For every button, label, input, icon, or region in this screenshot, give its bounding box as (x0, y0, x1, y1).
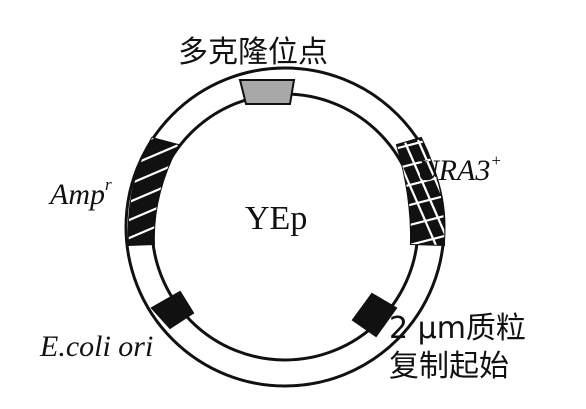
two-micron-label-line1: 2 μm质粒 (389, 311, 526, 346)
two-micron-label-line2: 复制起始 (389, 349, 509, 384)
amp-label-base: Amp (50, 178, 105, 211)
two-micron-ori-block (351, 292, 398, 338)
ura3-label-sup: + (490, 151, 502, 170)
ura3-label-base: URA3 (417, 154, 491, 187)
ura3-marker (395, 136, 446, 247)
ecoli-ori-label: E.coli ori (40, 330, 154, 363)
plasmid-name: YEp (245, 200, 308, 237)
amp-label: Ampr (50, 176, 112, 211)
amp-label-sup: r (105, 175, 112, 194)
ecoli-ori-block (150, 290, 195, 330)
mcs-label: 多克隆位点 (178, 35, 328, 70)
mcs-block (238, 79, 296, 105)
ura3-label: URA3+ (417, 152, 502, 187)
